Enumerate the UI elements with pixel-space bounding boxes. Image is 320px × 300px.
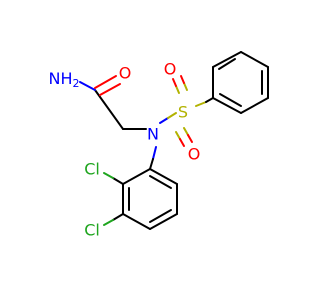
atom-label-sulfonyl-oxygen-2: O (188, 145, 201, 164)
atom-label-sulfonyl-oxygen-1: O (164, 60, 177, 79)
bond-carbonyl-ch2 (94, 89, 124, 130)
atom-label-carbonyl-oxygen: O (119, 64, 132, 83)
molecule-structure: NH2 O N S O O Cl Cl (49, 51, 269, 240)
atom-label-sulfur: S (178, 103, 188, 122)
bond-s-o2-b (179, 138, 185, 147)
phenyl-ring (212, 51, 269, 114)
amine-subscript: 2 (73, 77, 80, 90)
bond-s-o1-b (172, 78, 177, 87)
atom-label-sulfonamide-nitrogen: N (147, 125, 159, 144)
atom-label-amine: NH2 (49, 69, 80, 90)
bond-s-n-part (167, 112, 177, 119)
bond-c-cl2-a (112, 213, 124, 221)
bond-s-o2-c (183, 127, 189, 136)
bond-s-o1-a (175, 85, 180, 94)
bond-c-cl1-b (103, 172, 114, 179)
bond-s-o1-d (180, 75, 185, 84)
bond-s-o2-d (187, 134, 193, 143)
bond-carbonyl-nh2 (79, 81, 96, 91)
amine-symbol: NH (49, 69, 73, 88)
bond-s-ph-b (205, 97, 214, 103)
bond-c-cl1-a (112, 177, 124, 185)
bond-n-aryl-a (152, 146, 157, 160)
bond-s-o1-c (183, 82, 188, 91)
bond-c-cl2-b (103, 219, 114, 226)
atom-label-chlorine-2: Cl (84, 221, 100, 240)
bond-n-aryl-b (149, 158, 154, 170)
dichlorophenyl-ring (122, 168, 178, 230)
bond-s-ph-a (195, 101, 207, 107)
bond-carbonyl-o-2 (99, 83, 121, 96)
bond-s-o2-a (175, 131, 181, 140)
bond-n-s (159, 117, 169, 124)
bond-carbonyl-o-1 (94, 75, 117, 89)
atom-label-chlorine-1: Cl (84, 160, 100, 179)
